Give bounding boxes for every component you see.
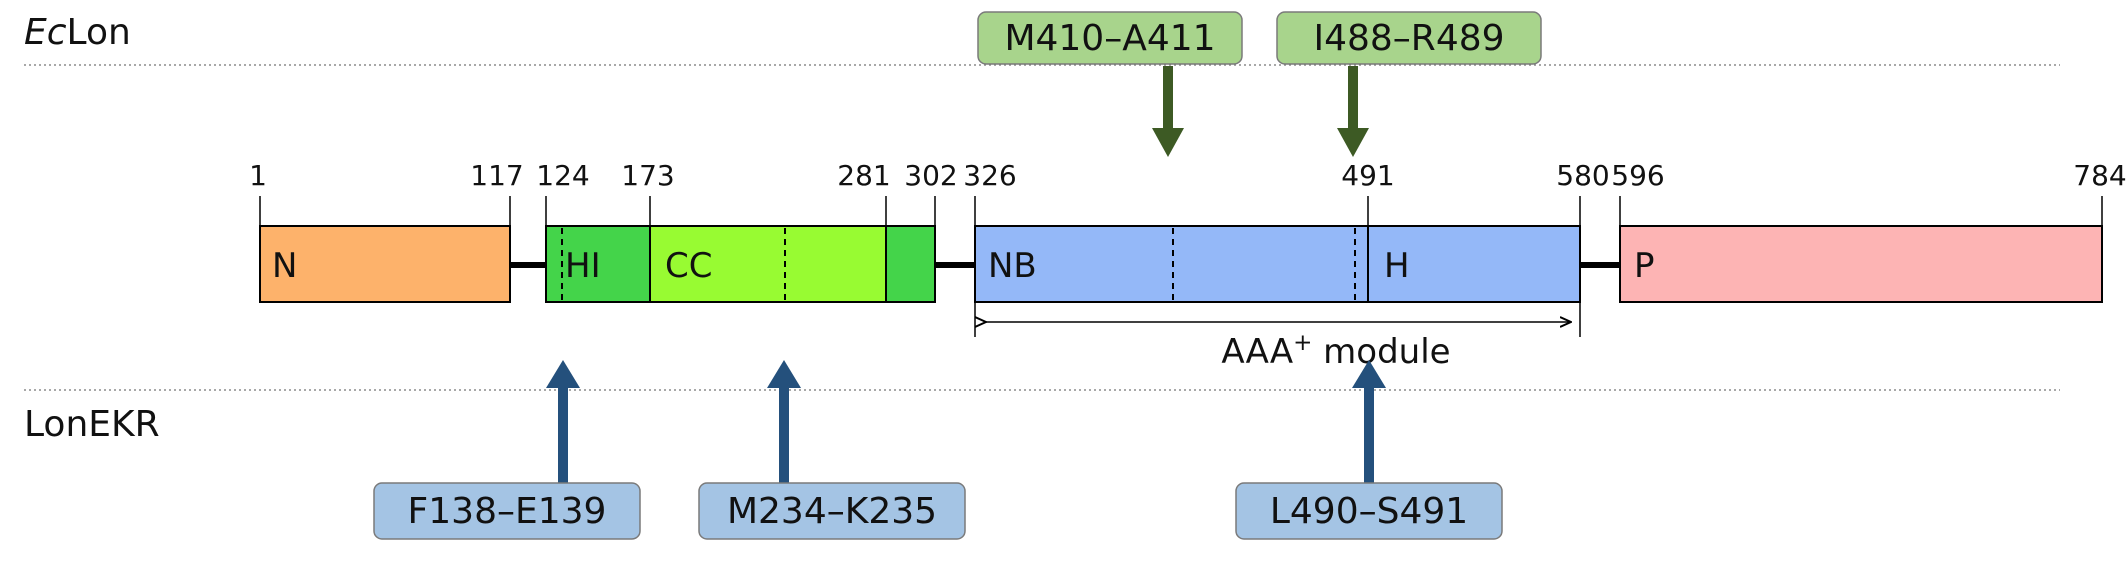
domain-hi-label: HI	[565, 246, 601, 286]
pos-label-1: 1	[249, 159, 267, 192]
top-site-1: M410–A411	[977, 11, 1243, 157]
internal-dividers	[561, 228, 1356, 300]
top-site-label: M410–A411	[1004, 18, 1215, 59]
position-labels: 1 117 124 173 281 302 326 491 580 596 78…	[249, 159, 2126, 192]
domain-p-label: P	[1634, 246, 1655, 286]
domain-n-box	[259, 225, 511, 303]
domain-n-label: N	[272, 246, 297, 286]
bottom-site-badge	[1235, 482, 1503, 540]
pos-label-173: 173	[621, 159, 674, 192]
up-arrow-icon	[767, 360, 801, 388]
top-site-2: I488–R489	[1276, 11, 1542, 157]
aaa-module-bracket	[974, 302, 1581, 337]
pos-label-281: 281	[837, 159, 890, 192]
lon-ekr-label: LonEKR	[24, 404, 160, 445]
domain-p-box	[1619, 225, 2103, 303]
domain-h-label: H	[1384, 246, 1410, 286]
domain-h-box	[1367, 225, 1581, 303]
top-site-badge	[977, 11, 1243, 65]
domain-cc-box	[649, 225, 887, 303]
bottom-site-label: F138–E139	[408, 491, 607, 532]
bottom-site-label: L490–S491	[1270, 491, 1468, 532]
bottom-site-badge	[373, 482, 641, 540]
bottom-site-2: M234–K235	[698, 360, 966, 540]
pos-label-596: 596	[1611, 159, 1664, 192]
pos-label-580: 580	[1556, 159, 1609, 192]
pos-label-491: 491	[1341, 159, 1394, 192]
pos-label-784: 784	[2073, 159, 2126, 192]
top-site-label: I488–R489	[1313, 18, 1504, 59]
top-arrow-shaft	[1348, 66, 1358, 130]
down-arrow-icon	[1337, 128, 1369, 157]
top-arrow-shaft	[1163, 66, 1173, 130]
down-arrow-icon	[1152, 128, 1184, 157]
domain-nb-box	[974, 225, 1369, 303]
pos-label-326: 326	[963, 159, 1016, 192]
domain-cc-label: CC	[665, 246, 712, 286]
bottom-site-badge	[698, 482, 966, 540]
bottom-arrow-shaft	[1364, 386, 1374, 484]
bottom-arrow-shaft	[558, 386, 568, 484]
up-arrow-icon	[546, 360, 580, 388]
pos-label-302: 302	[904, 159, 957, 192]
position-ticks	[259, 196, 2103, 226]
top-site-badge	[1276, 11, 1542, 65]
up-arrow-icon	[1352, 360, 1386, 388]
pos-label-124: 124	[536, 159, 589, 192]
aaa-module-label: AAA+ module	[1221, 330, 1450, 372]
bottom-site-1: F138–E139	[373, 360, 641, 540]
bottom-site-label: M234–K235	[727, 491, 937, 532]
pos-label-117: 117	[470, 159, 523, 192]
ec-lon-label: EcLon	[24, 12, 131, 53]
bottom-arrow-shaft	[779, 386, 789, 484]
domain-nb-label: NB	[988, 246, 1037, 286]
bottom-site-3: L490–S491	[1235, 360, 1503, 540]
